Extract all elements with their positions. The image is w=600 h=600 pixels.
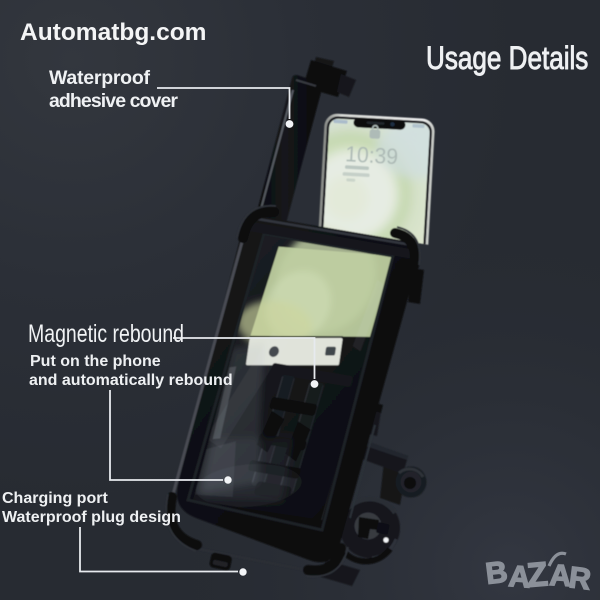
svg-text:adhesive cover: adhesive cover [49,90,178,112]
svg-text:Charging port: Charging port [2,490,108,507]
svg-text:and automatically rebound: and automatically rebound [29,372,233,389]
svg-text:Magnetic rebound: Magnetic rebound [28,320,184,348]
svg-text:A: A [508,560,532,594]
svg-text:Usage Details: Usage Details [426,42,588,77]
svg-text:Put on the phone: Put on the phone [30,353,161,370]
svg-text:Automatbg.com: Automatbg.com [20,19,206,46]
svg-text:Waterproof plug design: Waterproof plug design [2,509,181,526]
svg-text:R: R [567,561,593,596]
svg-text:10:39: 10:39 [345,141,399,169]
svg-text:Z: Z [525,555,549,595]
svg-text:Waterproof: Waterproof [49,67,151,89]
svg-text:B: B [484,556,510,591]
svg-text:A: A [549,559,572,593]
